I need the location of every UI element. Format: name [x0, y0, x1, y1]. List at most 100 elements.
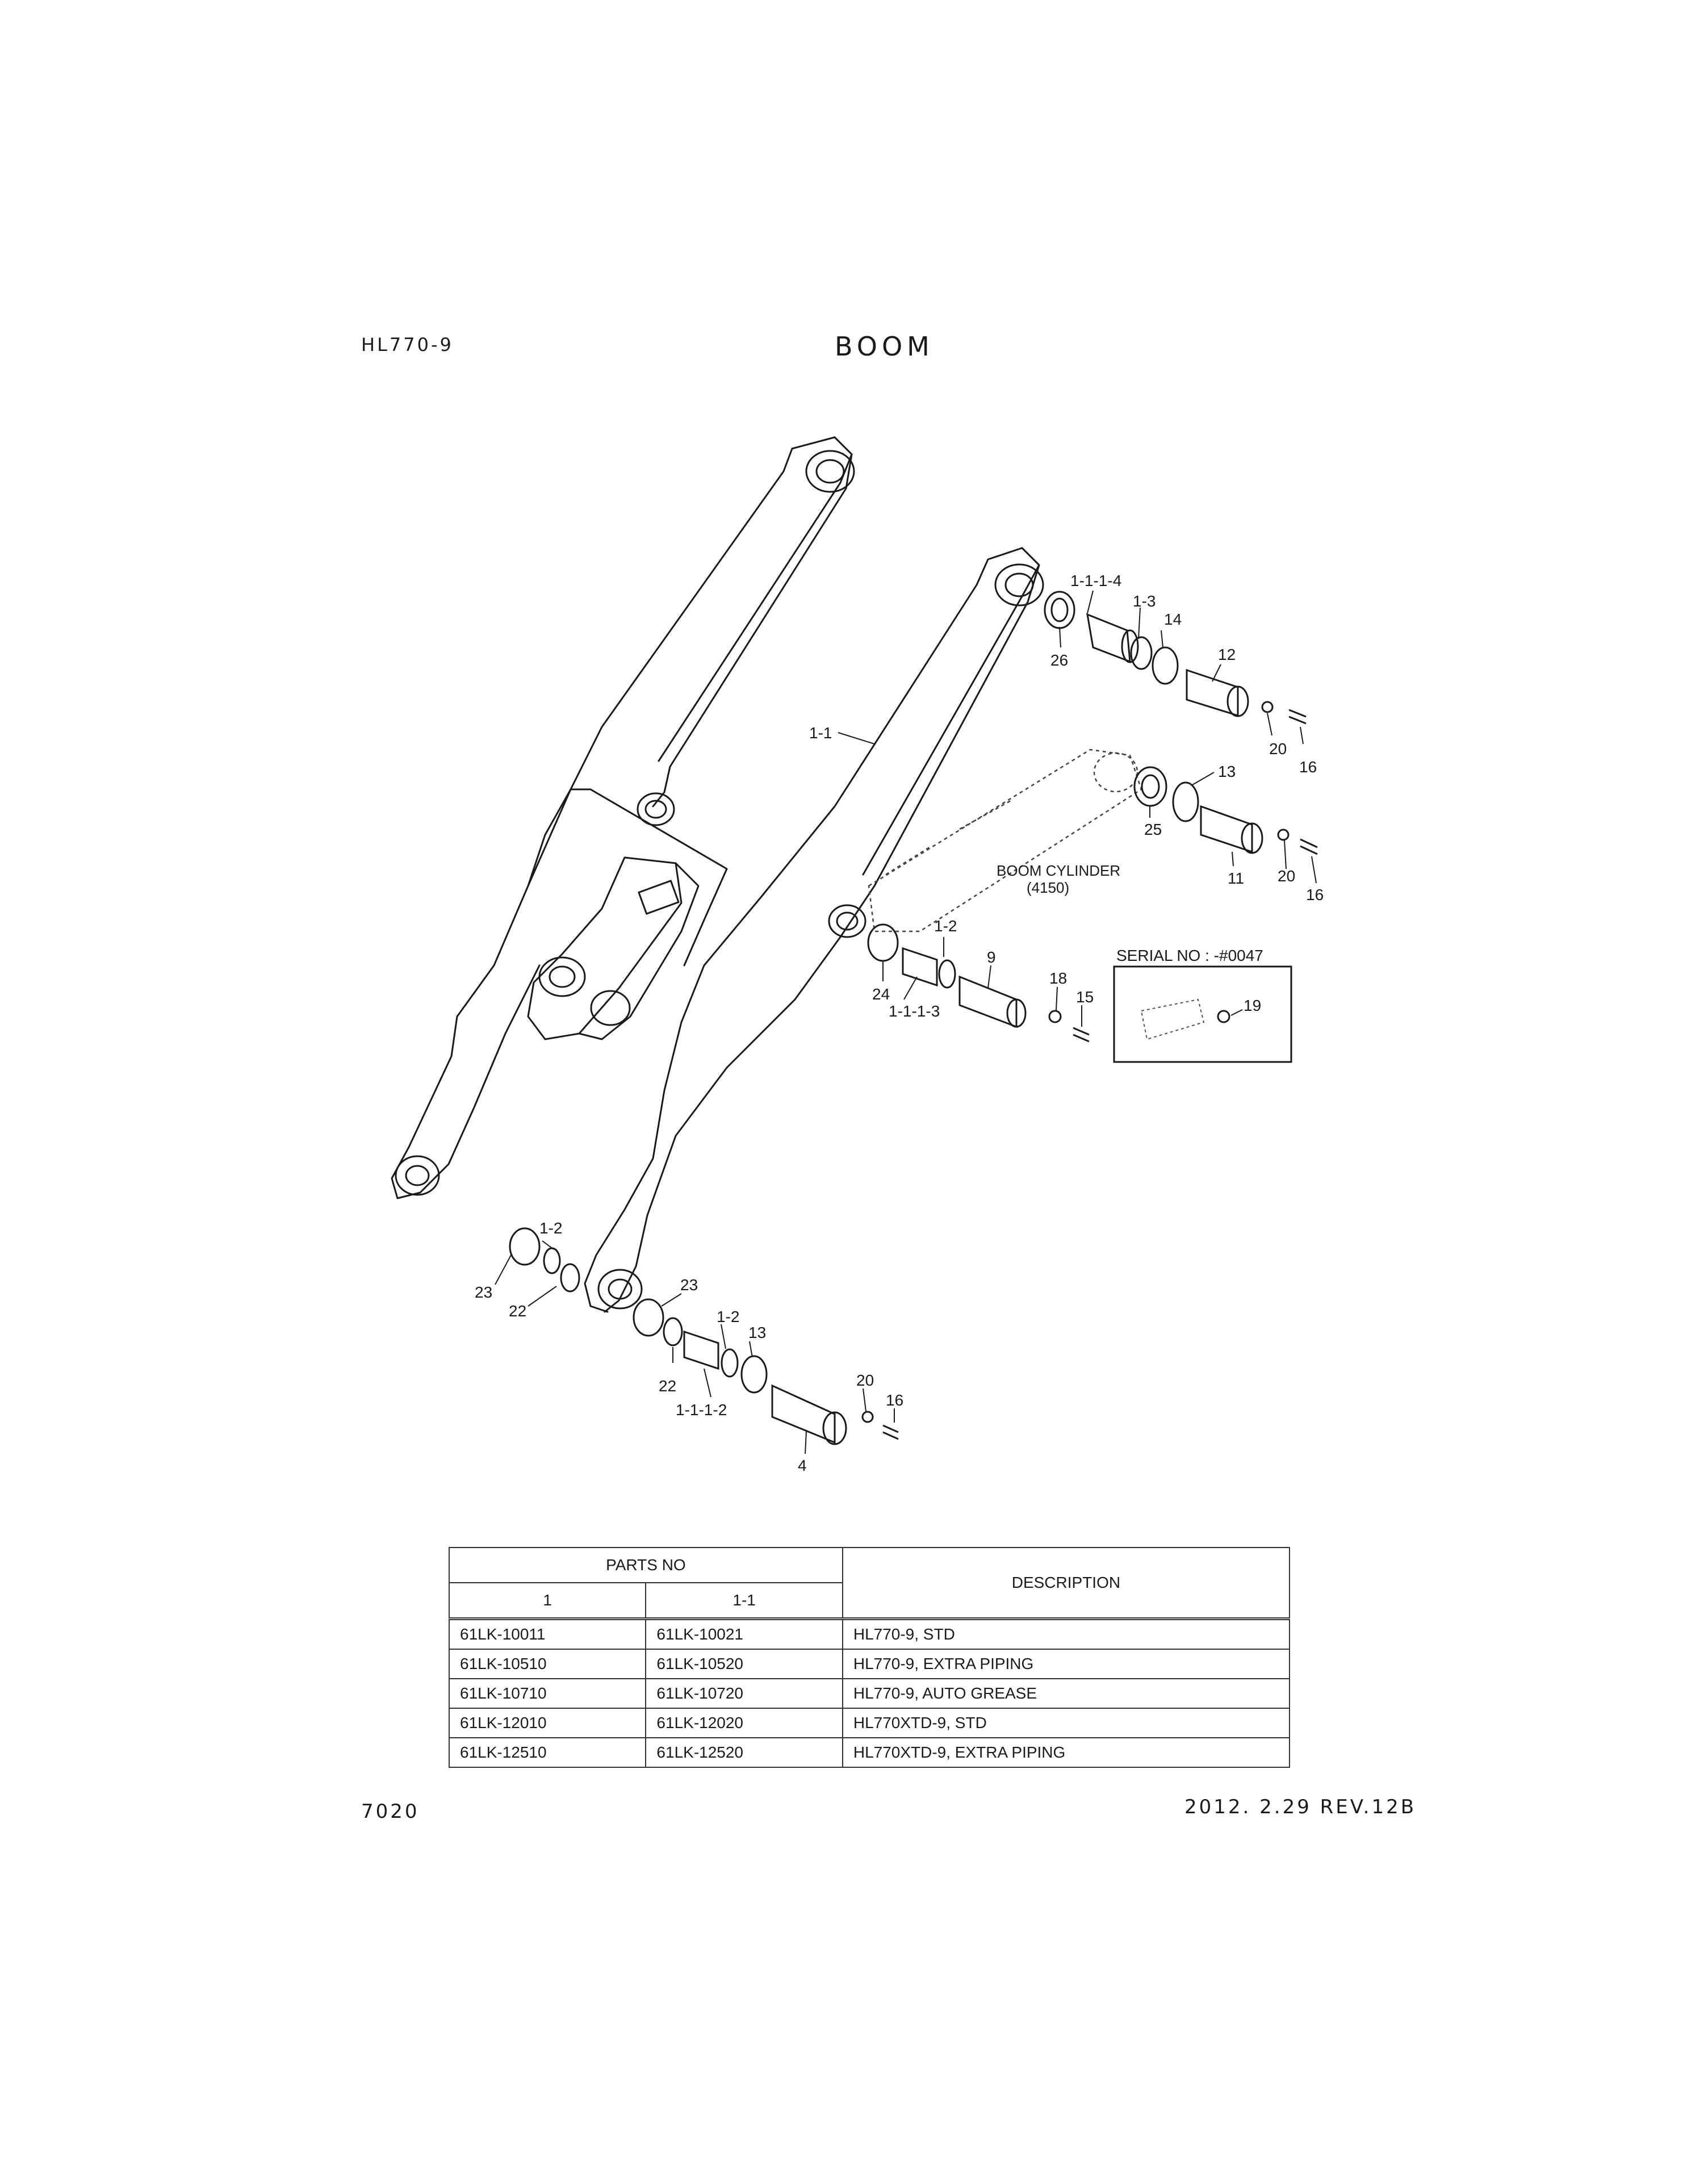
part-no-1: 61LK-10510 [448, 1649, 647, 1679]
serial-no-label: SERIAL NO : -#0047 [1116, 947, 1263, 964]
shim-14 [1152, 646, 1179, 685]
callout-1-1-1-2: 1-1-1-2 [676, 1401, 727, 1419]
callout-1-1: 1-1 [809, 724, 832, 742]
callout-18: 18 [1049, 969, 1067, 987]
bell-crank-bracket [527, 856, 683, 1040]
pin-11 [1200, 805, 1253, 854]
right-boom-top-pin-hole [994, 563, 1044, 607]
page-title: BOOM [835, 331, 934, 362]
callout-1-2-left: 1-2 [539, 1219, 562, 1237]
parts-no-header: PARTS NO [449, 1547, 843, 1583]
callout-15: 15 [1076, 988, 1094, 1006]
callout-1-2-mid: 1-2 [934, 917, 957, 935]
callout-22-left: 22 [509, 1302, 526, 1320]
page-number: 7020 [361, 1800, 420, 1823]
washer-23-right [633, 1298, 664, 1337]
ring-1-3 [1130, 636, 1153, 670]
callout-16-mid: 16 [1306, 886, 1324, 904]
callout-1-1-1-3: 1-1-1-3 [889, 1002, 940, 1020]
washer-18 [1048, 1010, 1062, 1023]
ring-1-2-left [543, 1247, 561, 1274]
right-boom-cylinder-pin-hole [828, 904, 866, 938]
description: HL770-9, AUTO GREASE [842, 1678, 1291, 1709]
callout-4: 4 [798, 1457, 807, 1474]
callout-23-right: 23 [680, 1276, 698, 1294]
callout-13-bottom: 13 [748, 1324, 766, 1341]
right-boom-arm [584, 547, 1040, 1313]
part-no-1-1: 61LK-12520 [645, 1737, 843, 1768]
washer-24 [867, 923, 899, 962]
bolt-16-top [1288, 709, 1307, 725]
model-label: HL770-9 [361, 334, 454, 356]
parts-table: PARTS NO DESCRIPTION 1 1-1 61LK-10011 61… [448, 1547, 1291, 1768]
left-boom-bottom-pin-hole [395, 1155, 440, 1196]
callout-13-cylinder: 13 [1218, 763, 1236, 780]
shim-13-cylinder [1172, 781, 1199, 822]
callout-23-left: 23 [475, 1283, 492, 1301]
description: HL770-9, STD [842, 1617, 1291, 1650]
description: HL770-9, EXTRA PIPING [842, 1649, 1291, 1679]
washer-25 [1133, 766, 1167, 807]
callout-1-1-1-4: 1-1-1-4 [1070, 572, 1121, 589]
callout-26: 26 [1050, 651, 1068, 669]
washer-26 [1044, 591, 1075, 629]
callout-20: 20 [1269, 740, 1287, 758]
right-boom-bottom-pin-hole [597, 1269, 643, 1310]
callout-20-mid: 20 [1278, 867, 1295, 885]
callout-1-2-right: 1-2 [717, 1308, 739, 1325]
part-no-1-1: 61LK-12020 [645, 1708, 843, 1738]
washer-20-bottom [861, 1411, 874, 1423]
ring-1-2-mid [938, 959, 956, 989]
part-no-1-1: 61LK-10520 [645, 1649, 843, 1679]
col-1-1-header: 1-1 [645, 1582, 843, 1620]
boom-cylinder-label: BOOM CYLINDER [997, 862, 1120, 879]
ring-1-2-right [721, 1348, 739, 1378]
boom-cylinder-ref: (4150) [1027, 879, 1069, 896]
callout-labels: 1-1-1-4 1-3 14 12 26 20 16 1-1 13 25 11 … [475, 572, 1324, 1474]
callout-25: 25 [1144, 821, 1162, 838]
description: HL770XTD-9, STD [842, 1708, 1291, 1738]
serial-inset-box [1113, 965, 1292, 1063]
callout-16: 16 [1299, 758, 1317, 776]
callout-9: 9 [987, 948, 996, 966]
table-row: 61LK-12510 61LK-12520 HL770XTD-9, EXTRA … [448, 1737, 1291, 1768]
callout-11: 11 [1228, 869, 1244, 887]
part-no-1: 61LK-10710 [448, 1678, 647, 1709]
callout-24: 24 [872, 985, 890, 1003]
callout-19: 19 [1244, 997, 1261, 1014]
cross-tube [527, 788, 728, 967]
col-1-header: 1 [448, 1582, 647, 1620]
washer-23-left [509, 1227, 541, 1266]
washer-19 [1217, 1010, 1230, 1023]
bushing-1-1-1-2 [683, 1330, 719, 1370]
left-boom-top-pin-hole [805, 450, 855, 493]
bolt-15 [1073, 1027, 1090, 1043]
table-row: 61LK-12010 61LK-12020 HL770XTD-9, STD [448, 1708, 1291, 1738]
part-no-1: 61LK-10011 [448, 1617, 647, 1650]
part-no-1-1: 61LK-10720 [645, 1678, 843, 1709]
washer-20-mid [1277, 829, 1290, 841]
bolt-16-bottom [882, 1424, 899, 1440]
part-no-1: 61LK-12010 [448, 1708, 647, 1738]
revision-date: 2012. 2.29 REV.12B [1184, 1796, 1417, 1818]
callout-16-bottom: 16 [886, 1391, 903, 1409]
table-row: 61LK-10510 61LK-10520 HL770-9, EXTRA PIP… [448, 1649, 1291, 1679]
pin-4 [771, 1384, 836, 1444]
description: HL770XTD-9, EXTRA PIPING [842, 1737, 1291, 1768]
left-boom-arm [391, 436, 853, 1199]
shim-13-bottom [740, 1355, 768, 1394]
description-header: DESCRIPTION [842, 1547, 1291, 1620]
part-no-1: 61LK-12510 [448, 1737, 647, 1768]
callout-12: 12 [1218, 646, 1236, 663]
bolt-16-mid [1300, 838, 1318, 855]
bushing-1-1-1-3 [902, 947, 938, 987]
shim-22-left [560, 1263, 580, 1293]
callout-20-bottom: 20 [856, 1371, 874, 1389]
table-row: 61LK-10710 61LK-10720 HL770-9, AUTO GREA… [448, 1678, 1291, 1709]
shim-22-right [663, 1317, 683, 1346]
callout-1-3: 1-3 [1133, 592, 1156, 610]
part-no-1-1: 61LK-10021 [645, 1617, 843, 1650]
table-row: 61LK-10011 61LK-10021 HL770-9, STD [448, 1617, 1291, 1650]
boom-cylinder-outline [868, 748, 1142, 932]
